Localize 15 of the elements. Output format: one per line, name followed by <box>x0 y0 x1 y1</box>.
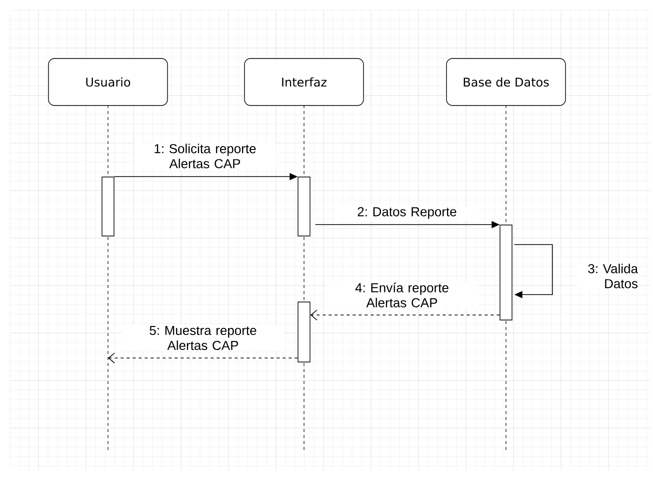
edge-label: 3: Valida Datos <box>577 262 639 290</box>
edge-label: 4: Envía reporte Alertas CAP <box>326 282 478 308</box>
activation-bar <box>298 302 310 362</box>
activation-bar <box>500 224 512 320</box>
activation-bar <box>102 176 114 236</box>
self-arrow <box>514 244 553 298</box>
edge-label: 2: Datos Reporte <box>336 206 478 220</box>
edge-label: 1: Solicita reporte Alertas CAP <box>134 142 276 170</box>
message-arrow <box>310 310 500 320</box>
edge-label: 5: Muestra reporte Alertas CAP <box>122 324 284 352</box>
participant-box: Usuario <box>48 58 168 106</box>
activation-bar <box>298 176 310 236</box>
message-arrow <box>108 352 298 364</box>
participant-box: Base de Datos <box>446 58 566 106</box>
participant-box: Interfaz <box>244 58 364 106</box>
